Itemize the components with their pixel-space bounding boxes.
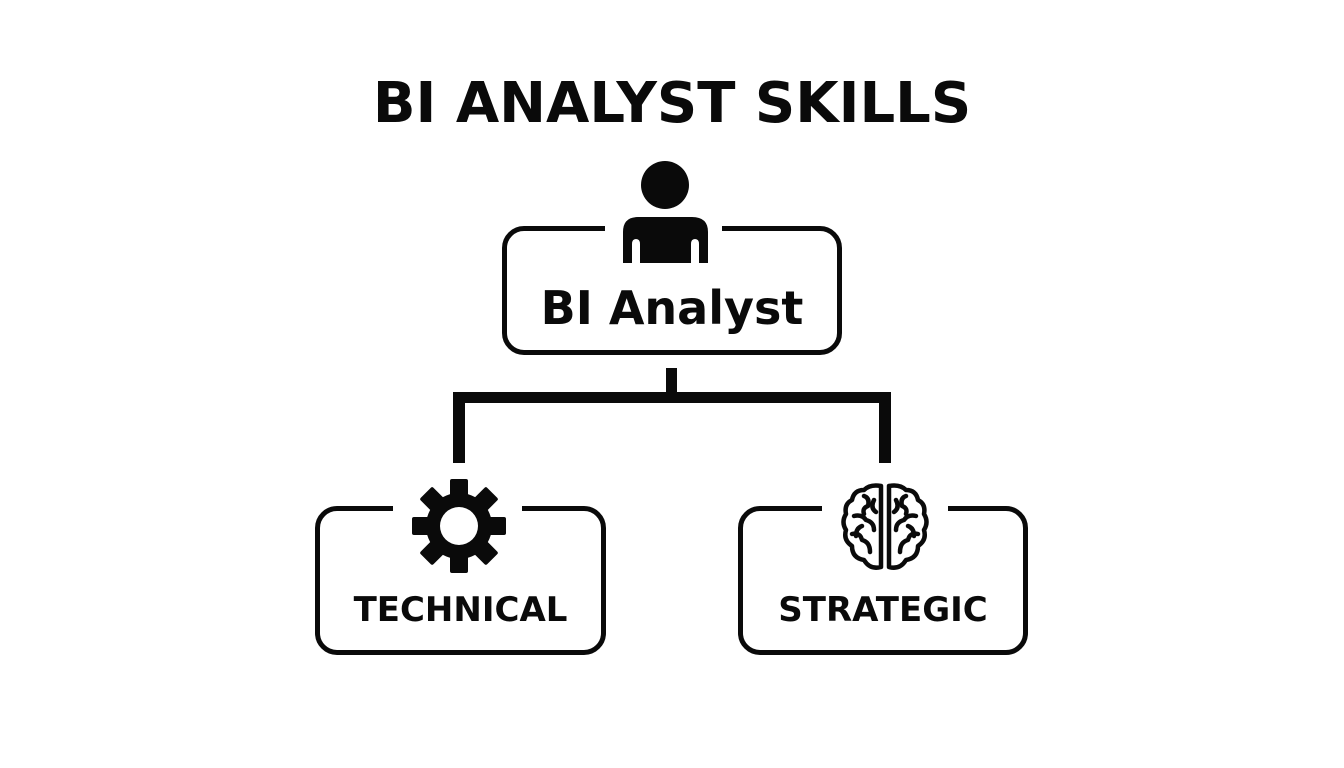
connector-right-leg (879, 392, 891, 463)
connector-stem (666, 368, 677, 398)
root-node-label: BI Analyst (540, 281, 804, 335)
technical-node-label: TECHNICAL (353, 590, 568, 630)
connector-left-leg (453, 392, 465, 463)
diagram-title: BI ANALYST SKILLS (372, 71, 972, 136)
person-icon (623, 161, 708, 263)
strategic-node-label: STRATEGIC (778, 590, 988, 630)
brain-icon (841, 483, 929, 570)
gear-icon (412, 479, 506, 573)
strategic-node-border-gap (822, 504, 948, 513)
connector-bar (453, 392, 891, 403)
